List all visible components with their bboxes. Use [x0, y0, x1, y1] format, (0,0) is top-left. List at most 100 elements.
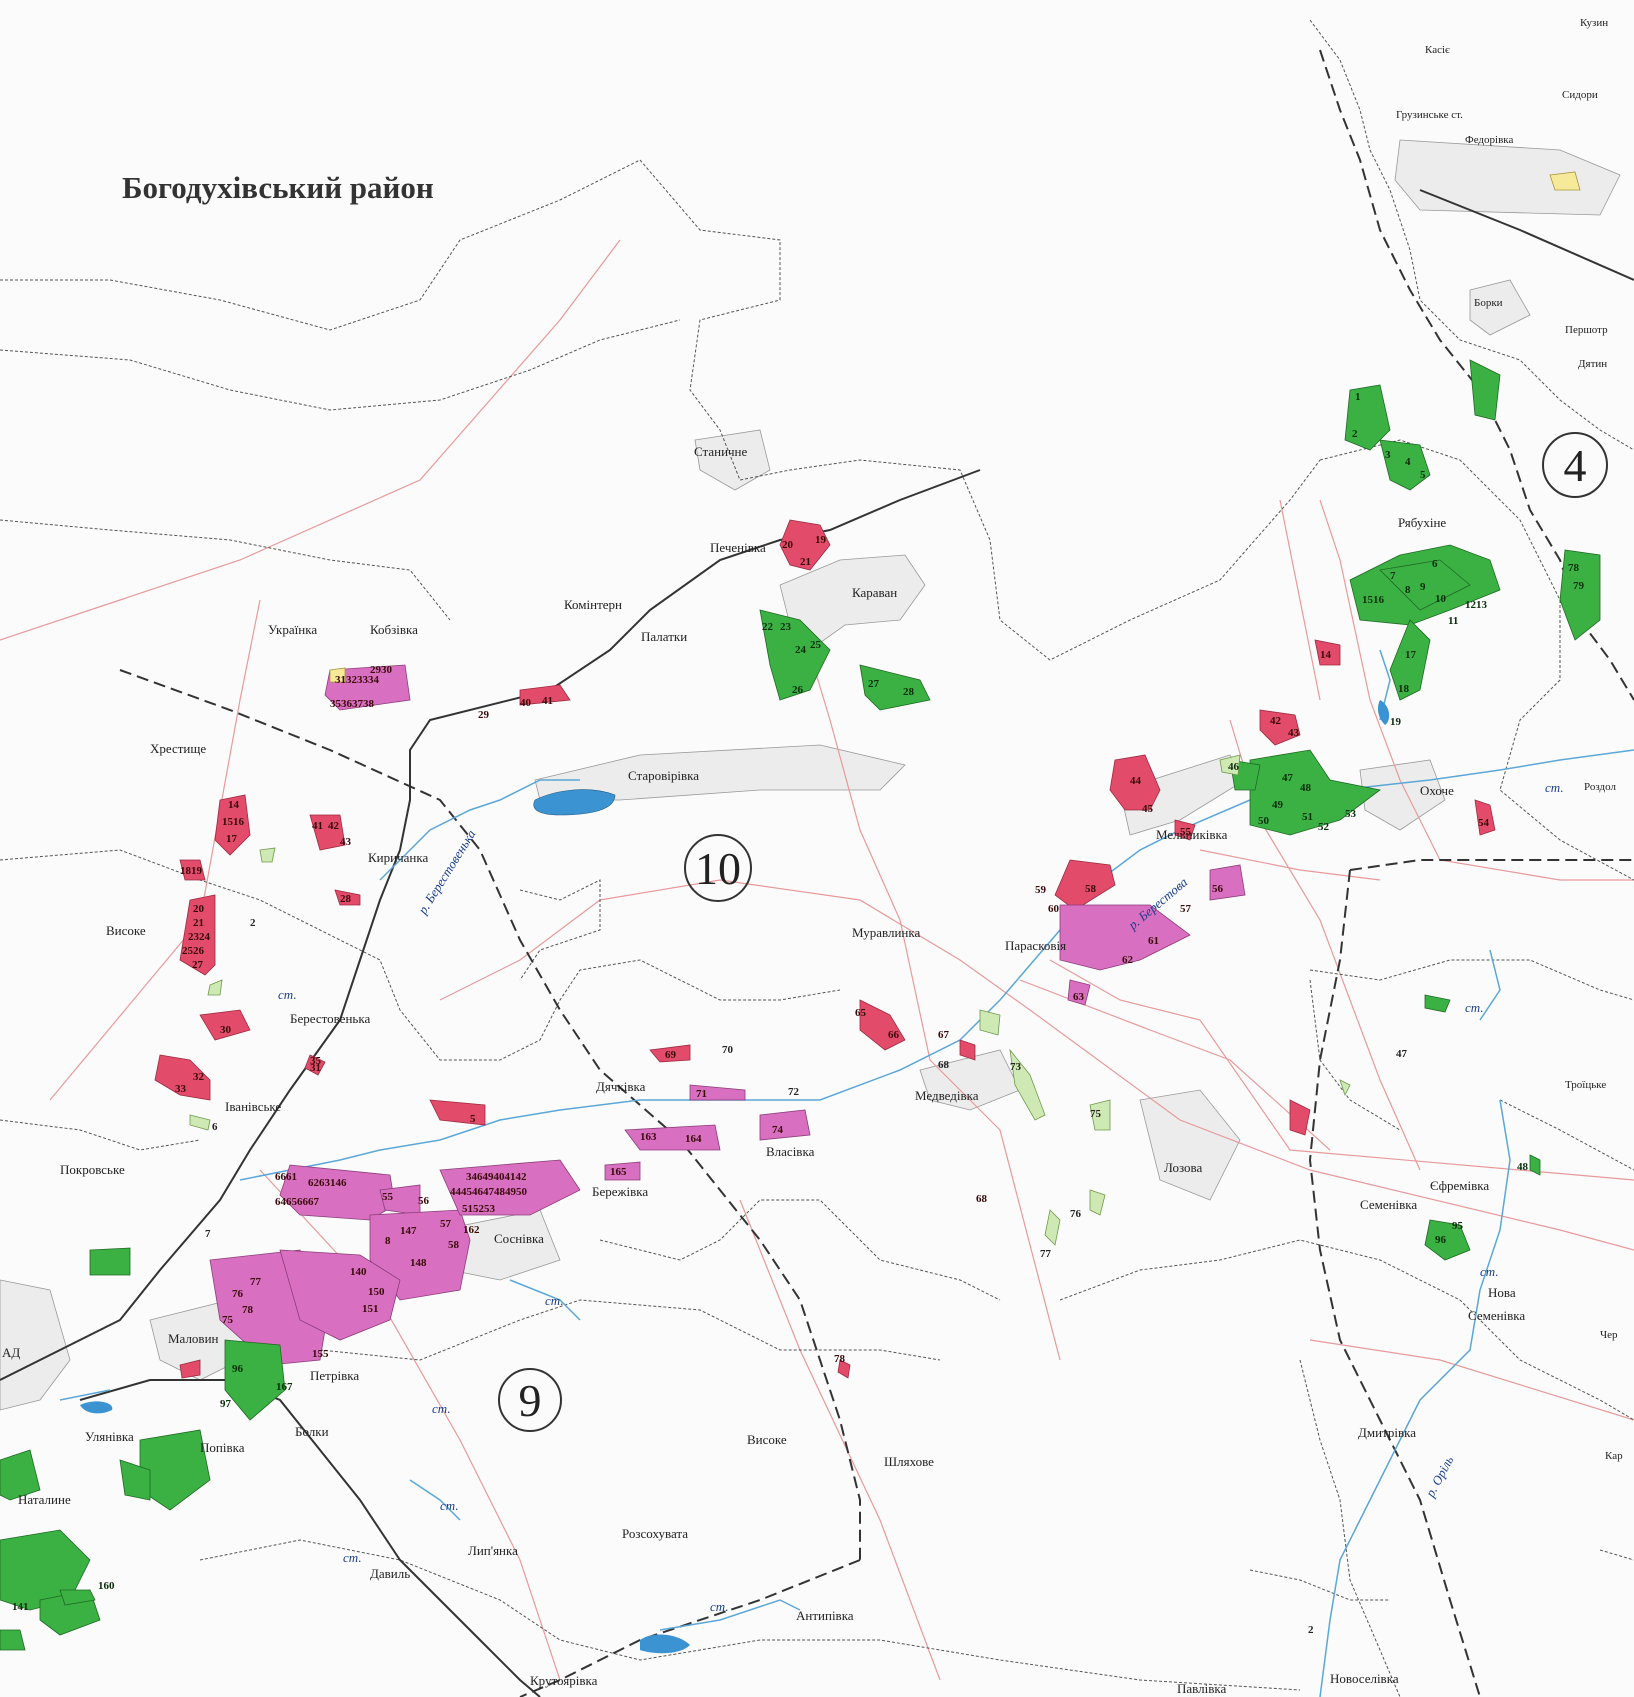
- parcel-number: 33: [175, 1083, 187, 1095]
- parcel-number: 141: [12, 1601, 29, 1613]
- place-dmytrivka: Дмитрівка: [1358, 1425, 1416, 1440]
- parcel-number: 14: [228, 799, 240, 811]
- parcel-number: 49: [1272, 799, 1284, 811]
- parcel-number: 28: [340, 893, 352, 905]
- parcel-number: 70: [722, 1044, 734, 1056]
- parcel-number: 11: [1448, 615, 1458, 627]
- parcel-number: 163: [640, 1131, 657, 1143]
- zone-marker-10[interactable]: 10: [684, 834, 752, 902]
- place-sosnivka: Соснівка: [494, 1231, 544, 1246]
- parcels-yellow[interactable]: [329, 171, 1581, 683]
- parcel-number: 30: [220, 1024, 232, 1036]
- place-pavlivka: Павлівка: [1177, 1681, 1226, 1696]
- parcel-number: 5: [470, 1113, 476, 1125]
- parcel-number: 72: [788, 1086, 800, 1098]
- place-okhoche: Охоче: [1420, 783, 1454, 798]
- parcel-number: 57: [440, 1218, 452, 1230]
- parcel-number: 41: [312, 820, 323, 832]
- place-sidory: Сидори: [1562, 89, 1598, 101]
- parcel-number: 8: [385, 1235, 391, 1247]
- parcels-pink[interactable]: [209, 664, 1246, 1366]
- parcel-number: 43: [1288, 727, 1300, 739]
- place-dyachkivka: Дячківка: [596, 1079, 646, 1094]
- parcel-number: 75: [222, 1314, 234, 1326]
- place-rozdol: Роздол: [1584, 781, 1616, 793]
- parcel-number: 78: [834, 1353, 846, 1365]
- parcel-number: 21: [800, 556, 811, 568]
- parcel-number: 67: [938, 1029, 950, 1041]
- parcel-number: 64656667: [275, 1196, 320, 1208]
- parcel-number: 3: [1385, 449, 1391, 461]
- place-ivanivske: Іванівське: [225, 1099, 281, 1114]
- parcel-number: 57: [1180, 903, 1192, 915]
- parcel-number: 48: [1300, 782, 1312, 794]
- place-berestovenka: Берестовенька: [290, 1011, 370, 1026]
- pond-label: ст.: [1545, 780, 1564, 795]
- parcel-number: 76: [232, 1288, 244, 1300]
- place-vysoke-2: Високе: [747, 1432, 787, 1447]
- parcel-number: 10: [1435, 593, 1447, 605]
- parcel-number: 24: [795, 644, 807, 656]
- parcel-number: 58: [448, 1239, 460, 1251]
- parcel-number: 68: [938, 1059, 950, 1071]
- zone-label-10: 10: [695, 843, 741, 894]
- parcel-number: 47: [1396, 1048, 1408, 1060]
- parcel-number: 21: [193, 917, 204, 929]
- pond-label: ст.: [710, 1599, 729, 1614]
- parcel-number: 56: [1212, 883, 1224, 895]
- place-nova-semenivka-1: Нова: [1488, 1285, 1516, 1300]
- parcel-number: 62: [1122, 954, 1134, 966]
- parcel-number: 31: [310, 1062, 321, 1074]
- parcel-number: 76: [1070, 1208, 1082, 1220]
- parcel-number: 75: [1090, 1108, 1102, 1120]
- place-popivka: Попівка: [200, 1440, 245, 1455]
- parcel-number: 2324: [188, 931, 211, 943]
- pond-label: ст.: [1465, 1000, 1484, 1015]
- parcel-number: 9: [1420, 581, 1426, 593]
- parcel-number: 27: [192, 959, 204, 971]
- parcel-number: 162: [463, 1224, 480, 1236]
- parcel-number: 40: [520, 697, 532, 709]
- district-title: Богодухівський район: [122, 170, 434, 205]
- parcel-number: 150: [368, 1286, 385, 1298]
- parcels-light-green[interactable]: [189, 754, 1351, 1246]
- parcel-number: 44: [1130, 775, 1142, 787]
- railway-lines: [0, 189, 1634, 1697]
- zone-marker-4[interactable]: 4: [1542, 432, 1608, 498]
- parcel-number: 5: [1420, 469, 1426, 481]
- parcel-number: 7: [1390, 570, 1396, 582]
- parcel-number: 8: [1405, 584, 1411, 596]
- place-rozsokhuvata: Розсохувата: [622, 1526, 688, 1541]
- place-troitske: Троїцьке: [1565, 1079, 1606, 1091]
- parcel-number: 160: [98, 1580, 115, 1592]
- parcel-number: 95: [1452, 1220, 1464, 1232]
- admin-boundaries: [0, 19, 1634, 1697]
- parcels-green[interactable]: [0, 359, 1601, 1651]
- parcel-number: 1516: [222, 816, 245, 828]
- place-fedorivka: Федорівка: [1465, 134, 1513, 146]
- zone-label-9: 9: [519, 1375, 542, 1426]
- place-paraskoviia: Парасковія: [1005, 938, 1066, 953]
- place-palatky: Палатки: [641, 629, 687, 644]
- parcel-number: 17: [1405, 649, 1417, 661]
- parcel-number: 97: [220, 1398, 232, 1410]
- parcel-number: 59: [1035, 884, 1047, 896]
- place-muravlynka: Муравлинка: [852, 925, 920, 940]
- place-pechenivka: Печенівка: [710, 540, 766, 555]
- zone-marker-9[interactable]: 9: [498, 1368, 562, 1432]
- place-kobzivka: Кобзівка: [370, 622, 418, 637]
- parcel-number: 1213: [1465, 599, 1488, 611]
- place-nova-semenivka-2: Семенівка: [1468, 1308, 1525, 1323]
- parcel-number: 44454647484950: [450, 1186, 528, 1198]
- place-krutoyarivka: Крутоярівка: [530, 1673, 598, 1688]
- parcels-red[interactable]: [154, 519, 1496, 1379]
- place-rybukhine: Рябухіне: [1398, 515, 1446, 530]
- parcel-number: 27: [868, 678, 880, 690]
- place-ukrainka: Українка: [268, 622, 317, 637]
- zone-label-4: 4: [1564, 440, 1587, 491]
- parcel-number: 31323334: [335, 674, 380, 686]
- parcel-number: 96: [1435, 1234, 1447, 1246]
- place-semenivka: Семенівка: [1360, 1197, 1417, 1212]
- parcel-number: 66: [888, 1029, 900, 1041]
